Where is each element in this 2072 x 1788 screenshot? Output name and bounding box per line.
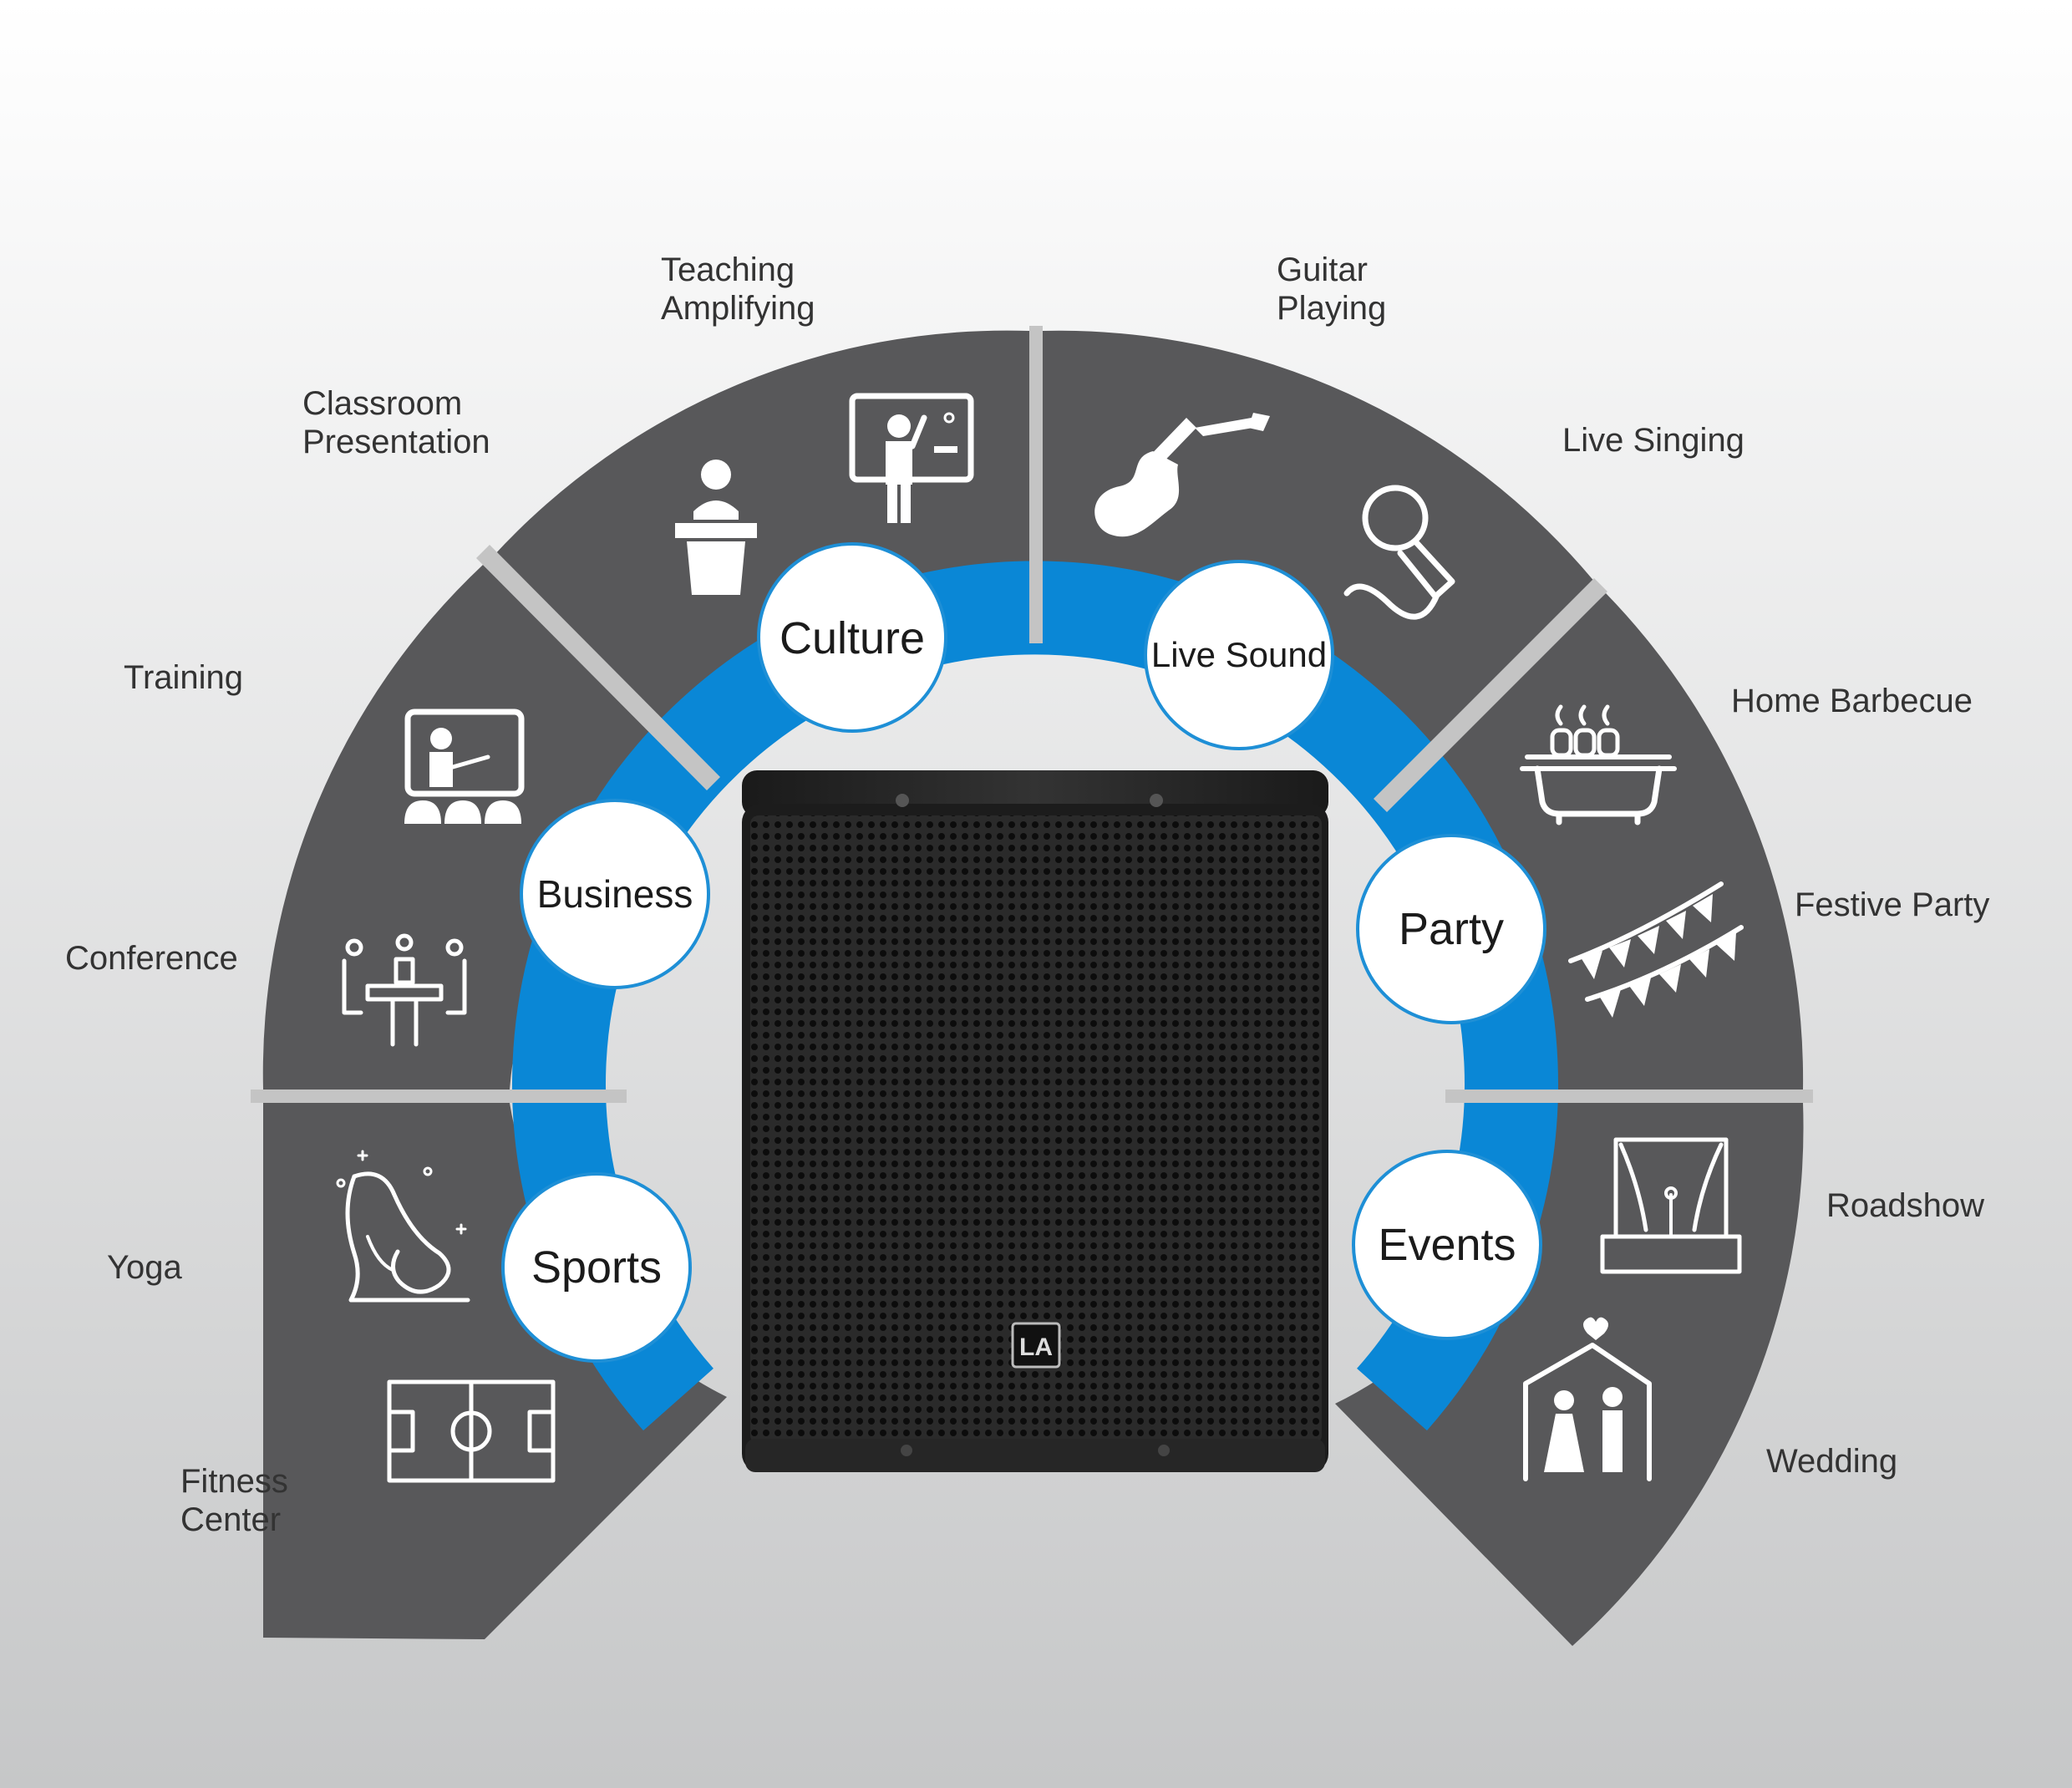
label-home-barbecue: Home Barbecue bbox=[1731, 683, 1973, 719]
category-label: Party bbox=[1399, 904, 1504, 954]
stage-curtain-icon bbox=[1600, 1137, 1742, 1274]
training-presentation-icon bbox=[404, 709, 525, 824]
label-fitness-center: Fitness Center bbox=[180, 1463, 297, 1538]
bunting-flags-icon bbox=[1568, 881, 1744, 1018]
label-live-singing: Live Singing bbox=[1562, 422, 1744, 459]
badge-business[interactable]: Business bbox=[520, 799, 710, 989]
application-labels: Teaching Amplifying Guitar Playing Class… bbox=[65, 251, 1989, 1538]
badge-sports[interactable]: Sports bbox=[501, 1172, 692, 1363]
speaker: LA bbox=[742, 770, 1328, 1472]
badge-party[interactable]: Party bbox=[1356, 834, 1546, 1024]
label-yoga: Yoga bbox=[107, 1249, 183, 1286]
speaker-grille bbox=[750, 815, 1322, 1444]
label-teaching-amplifying: Teaching Amplifying bbox=[661, 251, 815, 327]
barbecue-grill-icon bbox=[1520, 704, 1677, 825]
yoga-pose-icon bbox=[336, 1150, 470, 1303]
speaker-logo-badge bbox=[1011, 1322, 1061, 1369]
category-label: Sports bbox=[531, 1242, 662, 1293]
conference-table-icon bbox=[342, 933, 467, 1047]
speaker-bolt bbox=[1150, 794, 1163, 807]
wedding-couple-icon bbox=[1523, 1317, 1652, 1481]
category-badges: Culture Live Sound Business Party Sports… bbox=[501, 542, 1546, 1363]
label-festive-party: Festive Party bbox=[1795, 886, 1989, 923]
badge-events[interactable]: Events bbox=[1352, 1150, 1542, 1340]
panel-business bbox=[262, 565, 700, 1090]
label-wedding: Wedding bbox=[1766, 1443, 1897, 1480]
panel-segments bbox=[262, 330, 1804, 1646]
category-label: Business bbox=[537, 872, 693, 916]
category-label: Culture bbox=[780, 613, 925, 663]
chalkboard-teacher-icon bbox=[849, 393, 974, 523]
speaker-bolt bbox=[896, 794, 909, 807]
category-label: Events bbox=[1378, 1220, 1516, 1270]
label-roadshow: Roadshow bbox=[1826, 1187, 1984, 1224]
label-guitar-playing: Guitar Playing bbox=[1277, 251, 1386, 327]
badge-culture[interactable]: Culture bbox=[757, 542, 947, 733]
electric-guitar-icon bbox=[1094, 413, 1270, 537]
icons bbox=[336, 393, 1744, 1483]
speaker-bottom-trim bbox=[745, 1439, 1325, 1472]
label-classroom-presentation: Classroom Presentation bbox=[302, 385, 490, 460]
category-label: Live Sound bbox=[1151, 635, 1327, 674]
lectern-speaker-icon bbox=[675, 460, 757, 595]
panel-culture bbox=[493, 330, 1029, 769]
panel-live-sound bbox=[1043, 330, 1596, 803]
badge-live-sound[interactable]: Live Sound bbox=[1144, 560, 1334, 750]
panel-sports bbox=[263, 1103, 727, 1639]
speaker-bolt bbox=[1158, 1445, 1170, 1456]
label-training: Training bbox=[124, 659, 243, 696]
soccer-field-icon bbox=[387, 1379, 556, 1483]
microphone-icon bbox=[1343, 485, 1455, 620]
speaker-logo: LA bbox=[1019, 1333, 1053, 1361]
label-conference: Conference bbox=[65, 940, 238, 977]
dividers bbox=[251, 326, 1813, 1103]
speaker-bolt bbox=[901, 1445, 912, 1456]
